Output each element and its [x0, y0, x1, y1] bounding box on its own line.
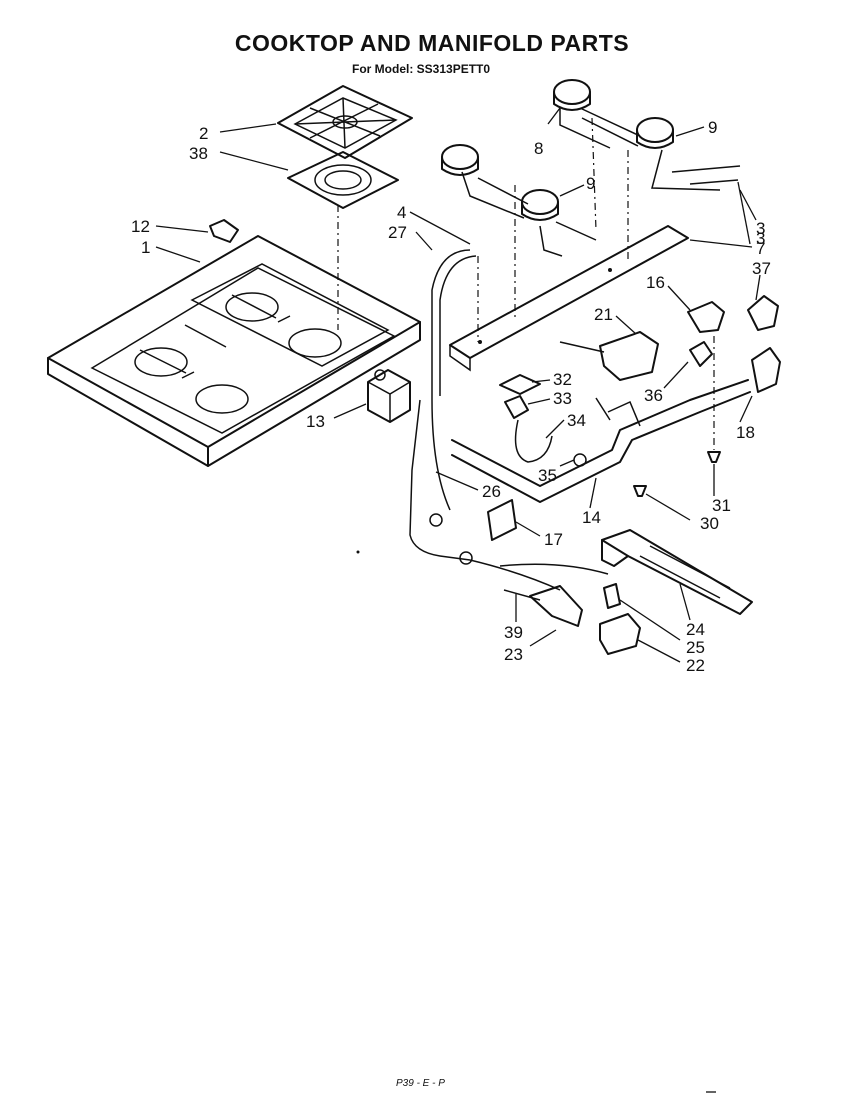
callout-8: 8 [534, 139, 543, 158]
drip-pan-part [287, 151, 399, 209]
callout-27: 27 [388, 223, 407, 242]
pilot-tube [409, 399, 471, 561]
screw-30 [633, 485, 647, 497]
callout-4: 4 [397, 203, 406, 222]
rear-burners-part [553, 79, 741, 191]
valve-bracket-37 [747, 295, 779, 331]
grate-part [277, 85, 413, 159]
front-burners-part [441, 144, 597, 257]
bracket-18 [751, 347, 781, 393]
orifice-part [603, 583, 621, 609]
callout-21: 21 [594, 305, 613, 324]
callout-32: 32 [553, 370, 572, 389]
bracket-36 [689, 341, 713, 367]
bracket-17 [487, 499, 517, 541]
callout-13: 13 [306, 412, 325, 431]
callout-7: 7 [756, 239, 765, 258]
oven-burner-part [601, 529, 753, 615]
callout-3-lower: 3 [756, 229, 765, 248]
bracket-32 [499, 374, 541, 395]
wire-34 [514, 419, 553, 463]
callout-37: 37 [752, 259, 771, 278]
pilot-part [529, 585, 583, 627]
manifold-bar-part [449, 225, 689, 372]
stray-dot [356, 550, 360, 554]
igniter-part [599, 613, 641, 655]
callout-2: 2 [199, 124, 208, 143]
callout-12: 12 [131, 217, 150, 236]
bracket-part [209, 219, 239, 243]
callout-34: 34 [567, 411, 586, 430]
callout-1: 1 [141, 238, 150, 257]
callout-18: 18 [736, 423, 755, 442]
page-title: COOKTOP AND MANIFOLD PARTS [234, 30, 630, 56]
callout-38: 38 [189, 144, 208, 163]
callout-30: 30 [700, 514, 719, 533]
callout-16: 16 [646, 273, 665, 292]
callout-35: 35 [538, 466, 557, 485]
callout-25: 25 [686, 638, 705, 657]
footer-code: P39 - E - P [396, 1078, 445, 1089]
regulator-part [367, 369, 411, 423]
callout-33: 33 [553, 389, 572, 408]
callout-26: 26 [482, 482, 501, 501]
switch-33 [504, 395, 529, 419]
callout-31: 31 [712, 496, 731, 515]
fitting-35 [573, 453, 587, 467]
callout-39: 39 [504, 623, 523, 642]
callout-3-upper: 3 [756, 219, 765, 238]
callout-17: 17 [544, 530, 563, 549]
callout-24: 24 [686, 620, 705, 639]
callout-22: 22 [686, 656, 705, 675]
cooktop-part [47, 235, 421, 467]
model-subtitle: For Model: SS313PETT0 [352, 62, 491, 76]
main-valve-part [599, 331, 659, 381]
callout-9-lower: 9 [586, 174, 595, 193]
callout-23: 23 [504, 645, 523, 664]
leader-lines [155, 107, 761, 663]
callout-14: 14 [582, 508, 601, 527]
manifold-pipe-part [451, 379, 751, 503]
safety-valve-part [687, 301, 725, 333]
thermocouple-tube [431, 249, 477, 511]
screw-31 [707, 451, 721, 463]
callout-9-upper: 9 [708, 118, 717, 137]
callout-36: 36 [644, 386, 663, 405]
